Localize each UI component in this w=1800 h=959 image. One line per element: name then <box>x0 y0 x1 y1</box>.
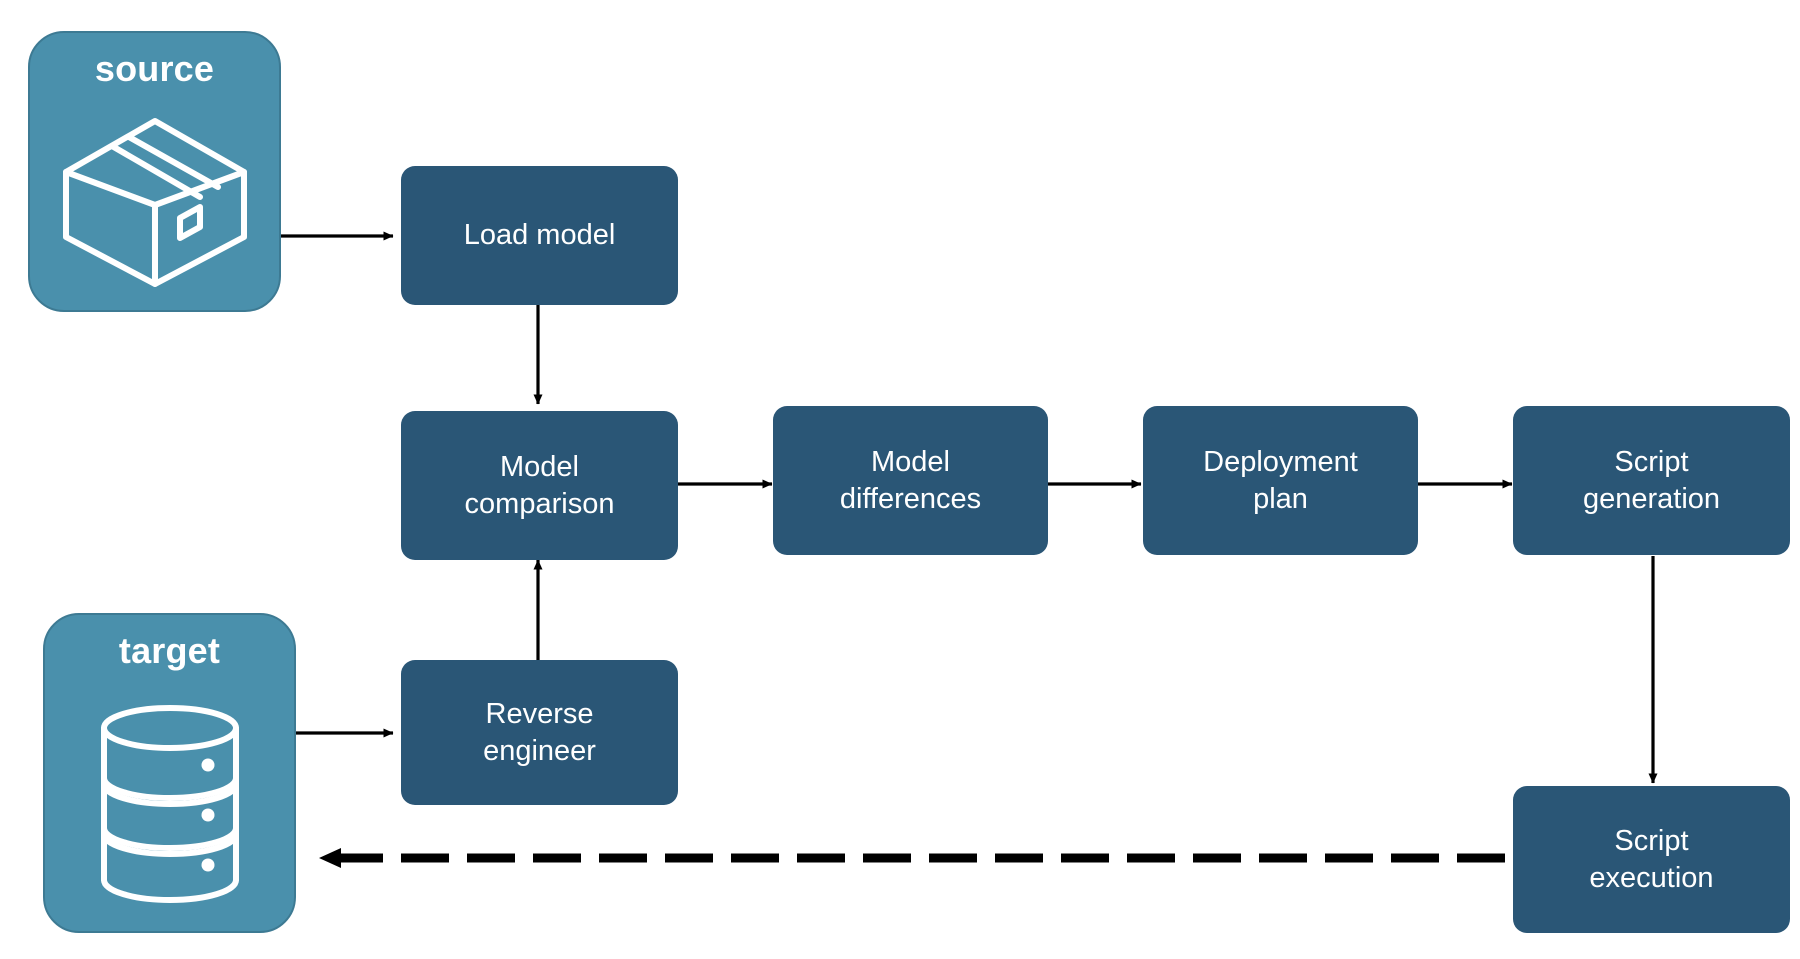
process-reverse-engineer[interactable]: Reverse engineer <box>401 660 678 805</box>
process-model-differences-label: Model differences <box>839 446 982 515</box>
process-script-generation[interactable]: Script generation <box>1513 406 1790 555</box>
process-deployment-plan-label: Deployment plan <box>1203 446 1358 515</box>
process-deployment-plan[interactable]: Deployment plan <box>1143 406 1418 555</box>
process-load-model[interactable]: Load model <box>401 166 678 305</box>
endpoint-source[interactable]: source <box>28 31 281 312</box>
database-cylinder-icon <box>90 677 250 931</box>
process-script-execution-label: Script execution <box>1589 825 1714 894</box>
process-model-differences[interactable]: Model differences <box>773 406 1048 555</box>
process-load-model-label: Load model <box>463 219 616 252</box>
process-model-comparison-label: Model comparison <box>464 451 615 520</box>
process-reverse-engineer-label: Reverse engineer <box>483 698 596 767</box>
endpoint-target[interactable]: target <box>43 613 296 933</box>
package-box-icon <box>60 95 250 310</box>
endpoint-target-label: target <box>118 630 221 671</box>
endpoint-source-label: source <box>94 48 215 89</box>
process-script-generation-label: Script generation <box>1582 446 1721 515</box>
process-script-execution[interactable]: Script execution <box>1513 786 1790 933</box>
process-model-comparison[interactable]: Model comparison <box>401 411 678 560</box>
